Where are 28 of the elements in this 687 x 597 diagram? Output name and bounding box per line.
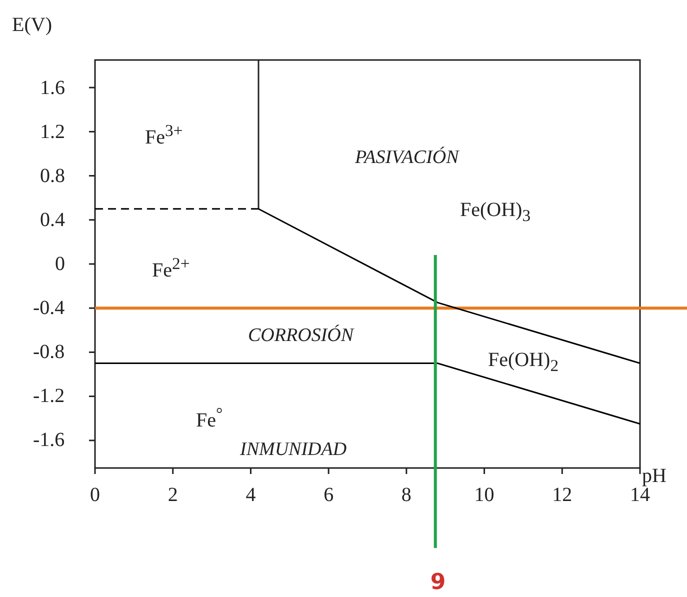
tick-label: 1.2 [40, 122, 65, 142]
tick-label: -1.6 [33, 430, 65, 450]
value-label: 9 [430, 572, 446, 594]
region-label: Fe(OH)$_{3}$ [460, 200, 531, 224]
tick-label: 0 [55, 254, 65, 274]
region-label: Fe$^{°}$ [196, 406, 223, 430]
region-label: Fe$^{3+}$ [145, 122, 183, 148]
tick-label: 14 [630, 485, 650, 505]
tick-label: 0 [90, 485, 100, 505]
axis-title: pH [642, 466, 666, 486]
tick-label: 1.6 [40, 78, 65, 98]
axis-title: E(V) [12, 15, 52, 35]
tick-label: -0.4 [33, 298, 65, 318]
tick-label: 4 [246, 485, 256, 505]
tick-label: 6 [324, 485, 334, 505]
region-label: CORROSIÓN [248, 326, 354, 345]
region-label: INMUNIDAD [240, 440, 347, 459]
tick-label: 0.8 [40, 166, 65, 186]
region-label: Fe(OH)$_{2}$ [488, 350, 559, 374]
tick-label: 10 [474, 485, 494, 505]
region-label: Fe$^{2+}$ [152, 256, 190, 280]
tick-label: 12 [552, 485, 572, 505]
tick-label: -0.8 [33, 342, 65, 362]
region-label: PASIVACIÓN [355, 148, 459, 167]
tick-label: -1.2 [33, 386, 65, 406]
tick-label: 0.4 [40, 210, 65, 230]
tick-label: 8 [401, 485, 412, 505]
tick-label: 2 [168, 485, 178, 505]
